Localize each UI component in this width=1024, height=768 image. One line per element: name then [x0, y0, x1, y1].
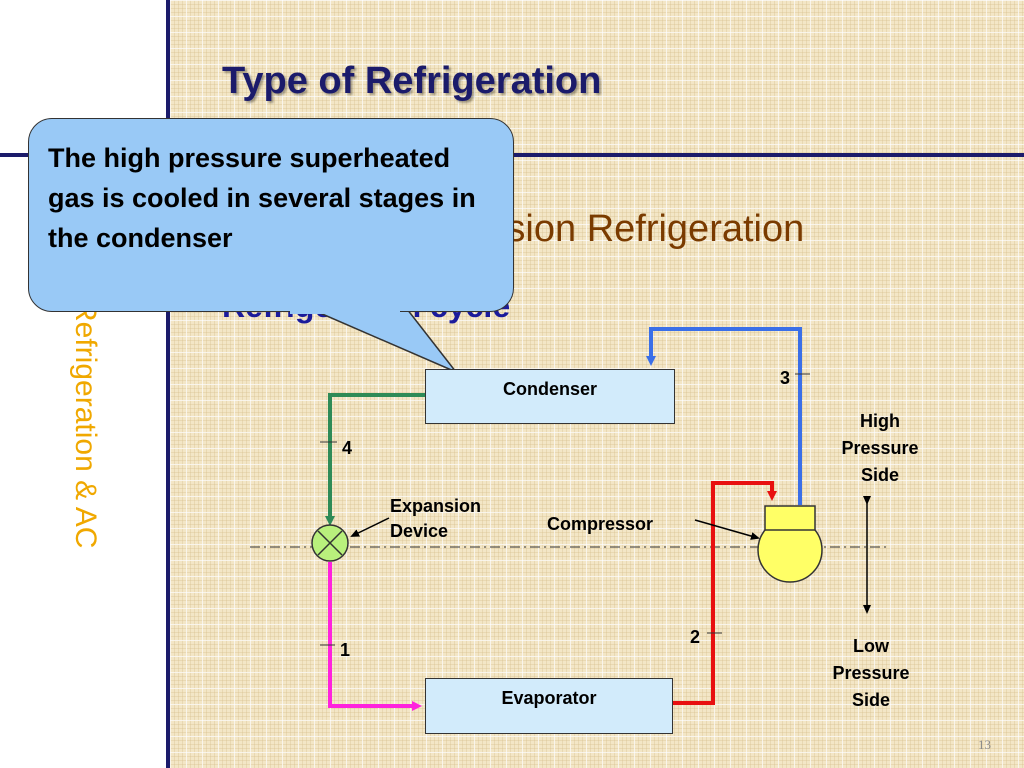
high-pressure-side-label: High Pressure Side	[820, 408, 940, 489]
low-pressure-line3: Side	[851, 690, 890, 710]
point-1-label: 1	[340, 640, 351, 660]
line-compressor-to-condenser	[646, 327, 802, 505]
expansion-valve-icon	[311, 524, 349, 562]
expansion-pointer-arrow	[350, 517, 390, 537]
slide-title: Type of Refrigeration	[222, 60, 602, 102]
callout-text: The high pressure superheated gas is coo…	[48, 143, 476, 253]
high-pressure-line2: Pressure	[841, 438, 919, 458]
sidebar-border	[166, 0, 170, 768]
condenser-label: Condenser	[502, 379, 598, 399]
expansion-label-line2: Device	[390, 521, 449, 541]
line-condenser-to-expansion	[325, 393, 425, 526]
low-pressure-line2: Pressure	[832, 663, 910, 683]
low-pressure-line1: Low	[853, 636, 889, 656]
callout-join	[290, 300, 400, 314]
expansion-device-label: Expansion Device	[390, 494, 481, 544]
low-pressure-side-label: Low Pressure Side	[811, 633, 931, 714]
evaporator-box: Evaporator	[425, 678, 673, 734]
point-2-label: 2	[690, 627, 701, 647]
evaporator-label: Evaporator	[501, 688, 597, 708]
condenser-box: Condenser	[425, 369, 675, 424]
compressor-pointer-arrow	[694, 519, 760, 540]
line-evaporator-to-compressor	[672, 481, 777, 705]
expansion-label-line1: Expansion	[390, 496, 482, 516]
callout-bubble	[28, 118, 514, 312]
high-pressure-line1: High	[860, 411, 900, 431]
point-4-label: 4	[342, 438, 353, 458]
compressor-label: Compressor	[547, 514, 654, 534]
compressor-icon	[757, 505, 823, 583]
line-expansion-to-evaporator	[328, 562, 422, 711]
point-3-label: 3	[780, 368, 791, 388]
page-number: 13	[978, 737, 991, 752]
high-pressure-line3: Side	[860, 465, 899, 485]
